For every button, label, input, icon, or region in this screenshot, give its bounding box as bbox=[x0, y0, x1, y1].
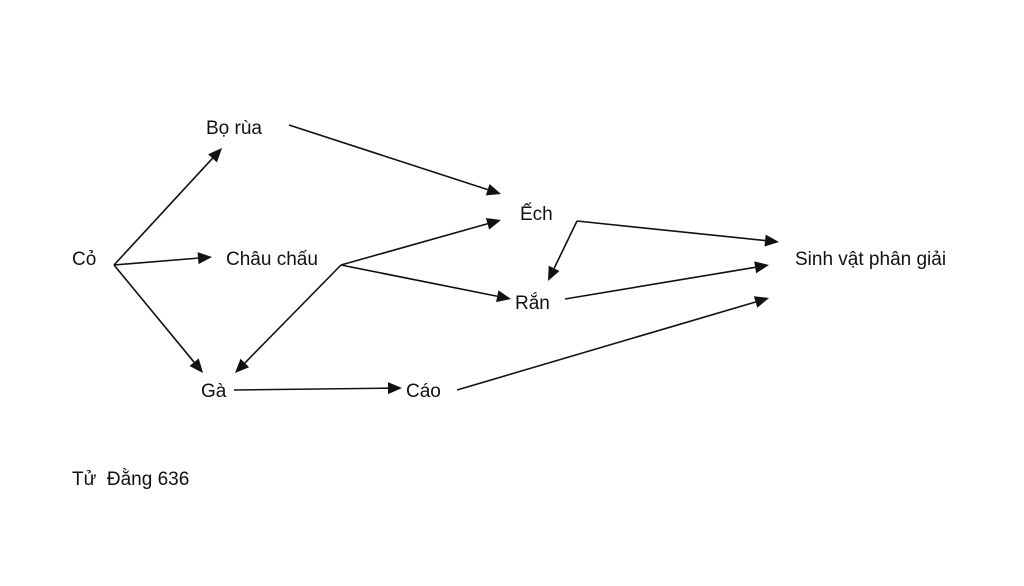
arrow-line bbox=[564, 266, 756, 300]
arrow-line bbox=[113, 264, 195, 363]
arrow-line bbox=[244, 264, 342, 364]
arrowhead-icon bbox=[548, 265, 560, 281]
arrow-line bbox=[233, 387, 389, 391]
arrowhead-icon bbox=[387, 382, 402, 395]
arrowhead-icon bbox=[485, 183, 501, 196]
arrow-line bbox=[456, 301, 756, 391]
arrow-line bbox=[288, 124, 488, 191]
node-cao: Cáo bbox=[406, 381, 441, 402]
arrow-line bbox=[576, 220, 766, 242]
arrow-line bbox=[340, 223, 488, 266]
edges bbox=[113, 124, 779, 395]
node-chau-chau: Châu chấu bbox=[226, 249, 318, 270]
node-ga: Gà bbox=[201, 381, 227, 402]
arrow-line bbox=[340, 264, 498, 298]
arrowhead-icon bbox=[754, 261, 769, 274]
arrowhead-icon bbox=[197, 252, 212, 265]
arrowhead-icon bbox=[753, 296, 769, 308]
node-ran: Rắn bbox=[515, 292, 550, 314]
node-bo-rua: Bọ rùa bbox=[206, 118, 262, 139]
arrowhead-icon bbox=[496, 290, 511, 303]
arrow-line bbox=[553, 220, 578, 269]
node-sinh-vat-phan-giai: Sinh vật phân giải bbox=[795, 249, 946, 270]
arrowhead-icon bbox=[764, 234, 779, 247]
caption: Tử Đằng 636 bbox=[72, 468, 189, 490]
arrowhead-icon bbox=[235, 358, 250, 373]
arrowhead-icon bbox=[485, 218, 501, 230]
arrow-line bbox=[113, 257, 199, 266]
arrow-line bbox=[113, 157, 214, 266]
node-co: Cỏ bbox=[72, 249, 96, 270]
arrowhead-icon bbox=[189, 358, 203, 373]
node-ech: Ếch bbox=[520, 203, 553, 225]
arrowhead-icon bbox=[208, 148, 222, 163]
